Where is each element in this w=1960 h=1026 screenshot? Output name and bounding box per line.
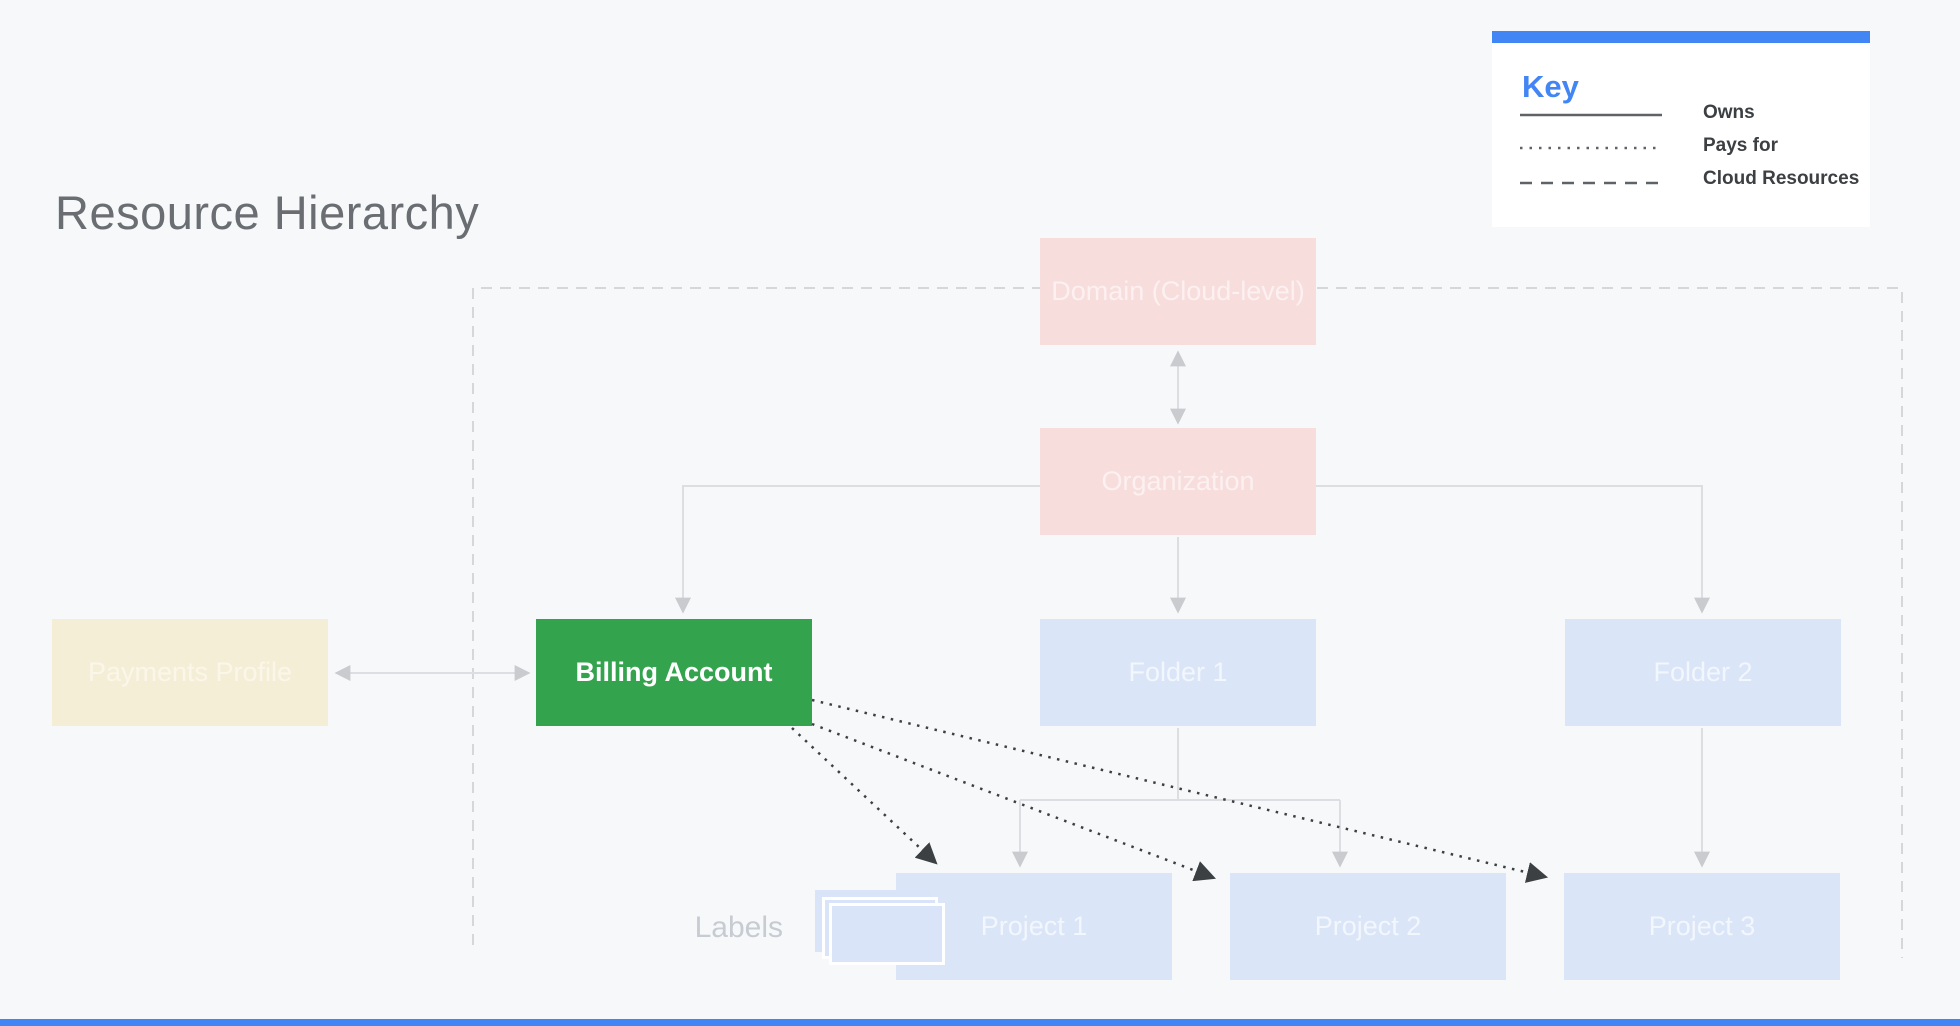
- pays-for-billing-project2: [811, 722, 1216, 882]
- owns-line-swatch: [1520, 113, 1662, 117]
- stacked-card-front: [829, 903, 945, 965]
- key-label-cloud-resources: Cloud Resources: [1703, 168, 1860, 189]
- node-payments-profile-label: Payments Profile: [87, 657, 293, 687]
- stacked-cards-icon: [815, 890, 949, 970]
- pays-for-billing-project1: [791, 727, 938, 865]
- node-billing-account: Billing Account: [536, 619, 812, 726]
- node-project-3: Project 3: [1564, 873, 1840, 980]
- node-domain-label: Domain (Cloud-level): [1051, 276, 1305, 306]
- connector-organization-folder2: [1316, 485, 1710, 614]
- connector-organization-billing: [675, 485, 1040, 614]
- node-payments-profile: Payments Profile: [52, 619, 328, 726]
- node-project-3-label: Project 3: [1648, 911, 1756, 941]
- pays-for-billing-project3: [811, 698, 1549, 883]
- node-folder-2: Folder 2: [1565, 619, 1841, 726]
- node-billing-account-label: Billing Account: [575, 657, 773, 687]
- node-folder-1: Folder 1: [1040, 619, 1316, 726]
- node-project-2-label: Project 2: [1314, 911, 1422, 941]
- node-organization: Organization: [1040, 428, 1316, 535]
- node-organization-label: Organization: [1101, 466, 1255, 496]
- bottom-accent-bar: [0, 1019, 1960, 1026]
- key-label-pays-for: Pays for: [1703, 135, 1778, 156]
- key-panel: Key Owns Pays for Cloud Resources: [1492, 31, 1870, 227]
- node-project-2: Project 2: [1230, 873, 1506, 980]
- node-domain: Domain (Cloud-level): [1040, 238, 1316, 345]
- key-heading: Key: [1522, 69, 1579, 104]
- node-folder-2-label: Folder 2: [1653, 657, 1753, 687]
- key-accent-bar: [1492, 31, 1870, 43]
- pays-for-line-swatch: [1520, 146, 1662, 150]
- node-folder-1-label: Folder 1: [1128, 657, 1228, 687]
- key-label-owns: Owns: [1703, 102, 1755, 123]
- page-title: Resource Hierarchy: [55, 186, 480, 239]
- labels-caption: Labels: [694, 911, 783, 944]
- node-project-1-label: Project 1: [980, 911, 1088, 941]
- cloud-resources-line-swatch: [1520, 181, 1662, 185]
